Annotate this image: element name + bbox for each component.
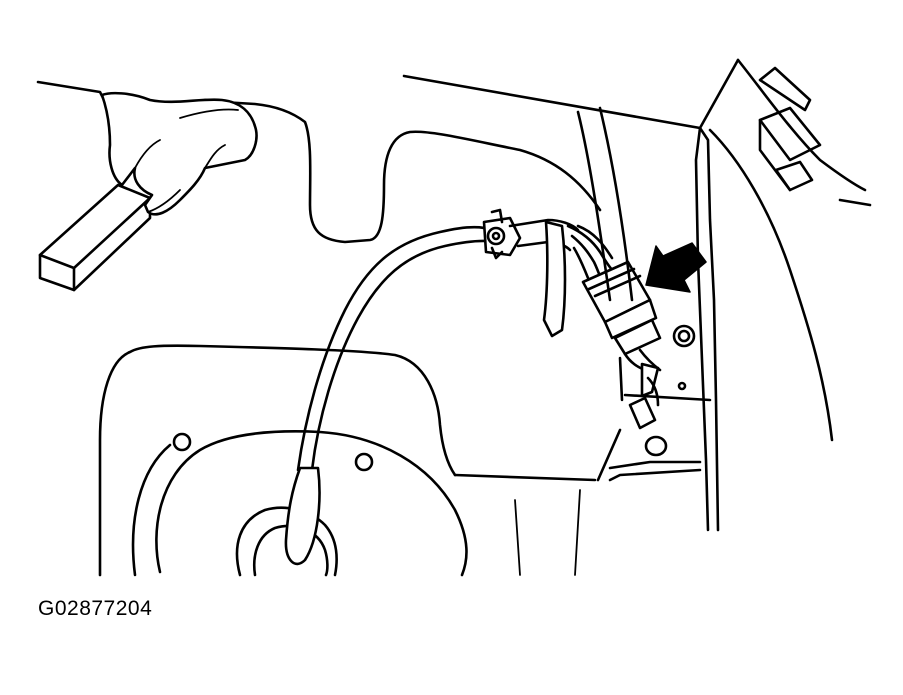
mounting-clip [482, 208, 522, 260]
floor-pan [98, 344, 597, 577]
wiring-harness [508, 218, 616, 338]
mounting-bracket [576, 106, 720, 532]
right-side-trim [708, 58, 872, 442]
arrow-icon [645, 242, 707, 293]
sensor-rod [284, 225, 497, 566]
hand-with-tool [38, 91, 258, 292]
figure-id-label: G02877204 [38, 597, 153, 620]
connector [581, 260, 662, 398]
